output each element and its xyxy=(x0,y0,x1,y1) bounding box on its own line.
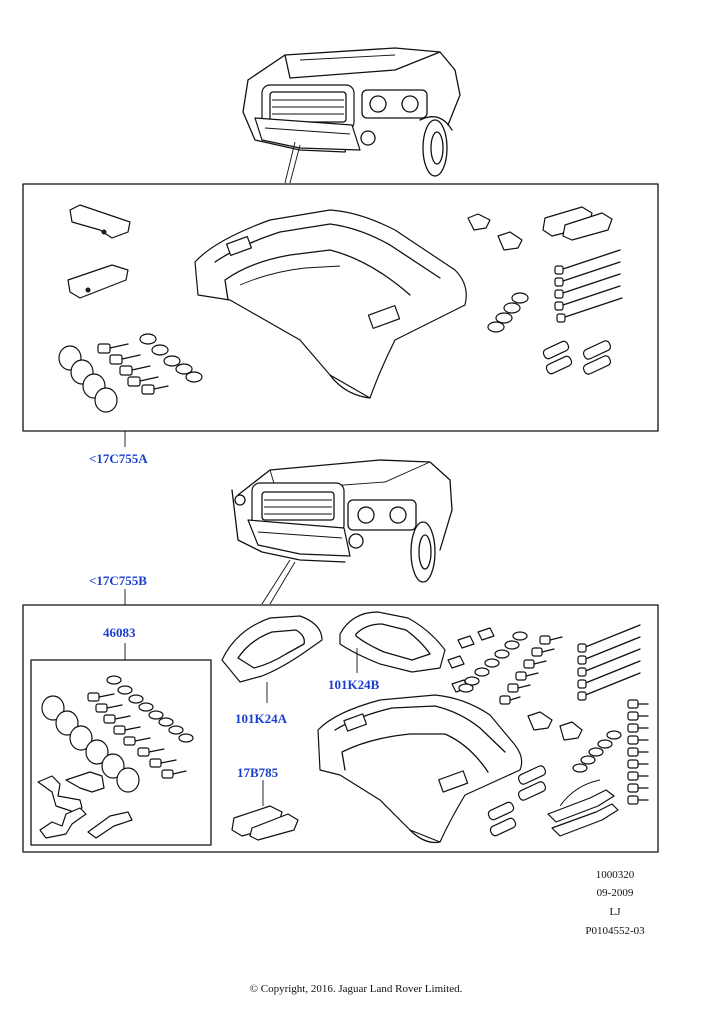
vehicle-illustration-middle xyxy=(231,459,453,605)
bolts-group-a xyxy=(97,343,169,395)
illustration-id: P0104552-03 xyxy=(585,925,645,937)
callout-part-101K24A[interactable]: 101K24A xyxy=(235,711,287,726)
spacers-group-a xyxy=(542,340,612,375)
callout-kit-a[interactable]: <17C755A xyxy=(89,451,148,466)
washers-group-b xyxy=(106,675,194,743)
pads-17B785 xyxy=(231,780,299,841)
bolts-group-b xyxy=(87,692,187,779)
main-guard-a xyxy=(194,209,467,399)
callout-kit-b[interactable]: <17C755B xyxy=(89,573,147,588)
callout-part-101K24B[interactable]: 101K24B xyxy=(328,677,380,692)
kit-a-frame xyxy=(22,183,659,432)
copyright-notice: © Copyright, 2016. Jaguar Land Rover Lim… xyxy=(249,983,463,995)
kit-b-frame xyxy=(22,604,659,853)
author-initials: LJ xyxy=(609,906,621,918)
callout-kit-46083[interactable]: 46083 xyxy=(103,625,136,640)
nuts-group-a xyxy=(487,292,529,333)
kit-a-parts xyxy=(58,204,623,413)
long-bolts-group-a xyxy=(554,249,623,323)
surround-101K24B xyxy=(339,611,446,673)
main-guard-b xyxy=(317,694,523,844)
revision-date: 09-2009 xyxy=(596,887,634,899)
hardware-group-b xyxy=(447,624,649,837)
kit-46083-frame xyxy=(30,659,212,846)
small-bolts-column-b xyxy=(627,699,649,805)
vehicle-illustration-top xyxy=(242,47,461,184)
ref-number: 1000320 xyxy=(595,869,635,881)
caps-group-b xyxy=(41,695,140,793)
kit-46083-parts xyxy=(37,675,194,839)
caps-group-a xyxy=(58,345,118,413)
surround-101K24A xyxy=(221,615,323,703)
washers-group-a xyxy=(139,333,203,383)
callout-part-17B785[interactable]: 17B785 xyxy=(237,765,279,780)
